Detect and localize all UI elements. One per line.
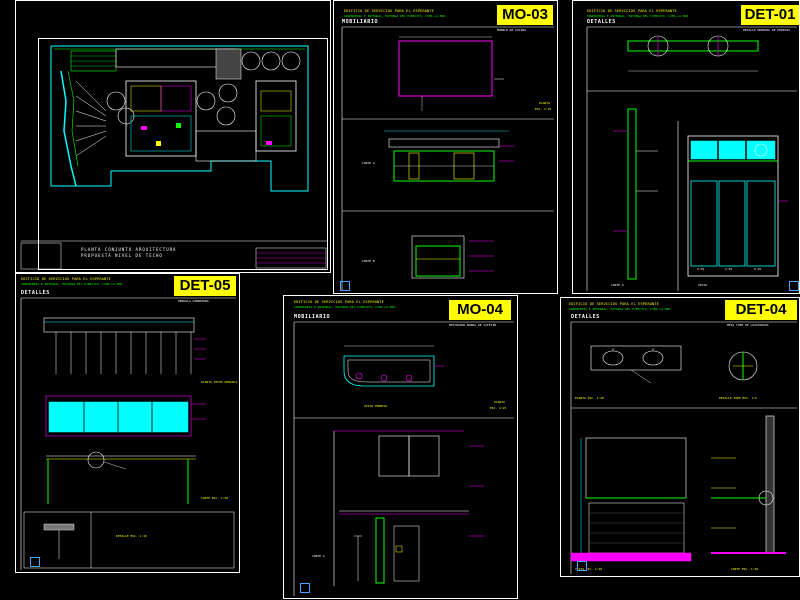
det-01-header-title: EDIFICIO DE SERVICIOS PARA EL ESPERANTE	[587, 9, 677, 13]
det-04-label-corte: CORTE ESC. 1:20	[731, 567, 759, 571]
mo-04-header-subtitle: INGENIERIA E INTEGRAL, MAYORGA DEL EJERC…	[294, 305, 396, 309]
mo-03-tag-caption: MUEBLE DE COCINA	[497, 28, 526, 32]
det-05-tag: DET-05	[174, 276, 236, 296]
sheet-det-04: EDIFICIO DE SERVICIOS PARA EL ESPERANTE …	[560, 297, 800, 577]
det-01-door-label: V.01	[754, 267, 762, 271]
det-05-label-corte: CORTE ESC. 1:50	[201, 496, 229, 500]
det-04-label-planta: PLANTA ESC. 1:20	[575, 396, 604, 400]
mo-04-label-corte: CORTE A	[312, 554, 325, 558]
mo-03-drawing	[341, 26, 554, 291]
det-01-section-title: DETALLES	[587, 19, 616, 25]
site-plan-frame	[38, 38, 328, 270]
det-01-drawing	[586, 26, 797, 291]
det-05-drawing	[20, 297, 236, 570]
mo-04-header-title: EDIFICIO DE SERVICIOS PARA EL ESPERANTE	[294, 300, 384, 304]
site-plan-title: PLANTA CONJUNTO ARQUITECTURA	[81, 247, 177, 252]
det-05-header-title: EDIFICIO DE SERVICIOS PARA EL ESPERANTE	[21, 277, 111, 281]
site-plan-drawing	[20, 45, 328, 270]
sheet-site-plan: PLANTA CONJUNTO ARQUITECTURA PROPUESTA N…	[15, 0, 331, 273]
sheet-mo-03: EDIFICIO DE SERVICIOS PARA EL ESPERANTE …	[333, 0, 558, 294]
det-04-label-vista: VISTA ESC. 1:20	[575, 567, 603, 571]
det-01-door-label: V.01	[725, 267, 733, 271]
det-01-header-subtitle: INGENIERIA E INTEGRAL, MAYORGA DEL EJERC…	[587, 14, 689, 18]
mo-04-scale-planta: ESC. 1:25	[490, 406, 507, 410]
mo-03-header-subtitle: INGENIERIA E INTEGRAL, MAYORGA DEL EJERC…	[344, 14, 446, 18]
mo-04-section-title: MOBILIARIO	[294, 314, 331, 320]
det-01-label-vista: VISTA	[698, 283, 708, 287]
det-05-header-subtitle: INGENIERIA E INTEGRAL, MAYORGA DEL EJERC…	[21, 282, 123, 286]
mo-03-section-title: MOBILIARIO	[342, 19, 379, 25]
mo-04-tag-caption: MOSTRADOR BARRA DE CAFETIN	[449, 323, 496, 327]
mo-04-label-vista: VISTA FRONTAL	[364, 404, 388, 408]
det-04-header-title: EDIFICIO DE SERVICIOS PARA EL ESPERANTE	[569, 302, 659, 306]
sheet-det-01: EDIFICIO DE SERVICIOS PARA EL ESPERANTE …	[572, 0, 800, 294]
sheet-det-05: EDIFICIO DE SERVICIOS PARA EL ESPERANTE …	[15, 273, 240, 573]
det-04-drawing	[570, 321, 797, 574]
det-04-logo	[577, 561, 587, 571]
mo-03-header-title: EDIFICIO DE SERVICIOS PARA EL ESPERANTE	[344, 9, 434, 13]
det-01-door-label: V.01	[697, 267, 705, 271]
det-04-tag-caption: MESA TOPE DE LAVATORIOS	[727, 323, 769, 327]
mo-04-logo	[300, 583, 310, 593]
det-04-section-title: DETALLES	[571, 314, 600, 320]
det-01-logo	[789, 281, 799, 291]
mo-03-label-planta: PLANTA	[539, 101, 550, 105]
site-plan-subtitle: PROPUESTA NIVEL DE TECHO	[81, 253, 163, 258]
mo-03-tag: MO-03	[497, 5, 553, 25]
det-01-tag-caption: DETALLE MAMPARA DE PUERTAS	[743, 28, 790, 32]
det-01-label-corte: CORTE A	[611, 283, 624, 287]
mo-04-tag: MO-04	[449, 300, 511, 320]
det-05-label-planta: PLANTA TECHO PERGOLA	[201, 380, 238, 384]
det-04-tag: DET-04	[725, 300, 797, 320]
mo-04-drawing	[293, 321, 514, 596]
det-05-tag-caption: PERGOLA COBERTURA	[178, 299, 209, 303]
mo-03-label-corte-b: CORTE B	[362, 259, 375, 263]
mo-03-scale-planta: ESC. 1:25	[535, 107, 552, 111]
det-04-label-detalle: DETALLE TOPE ESC. 1:5	[719, 396, 757, 400]
det-05-logo	[30, 557, 40, 567]
det-05-section-title: DETALLES	[21, 290, 50, 296]
mo-03-logo	[340, 281, 350, 291]
det-05-label-detalle: DETALLE ESC. 1:10	[116, 534, 147, 538]
det-04-header-subtitle: INGENIERIA E INTEGRAL, MAYORGA DEL EJERC…	[569, 307, 671, 311]
mo-03-label-corte-a: CORTE A	[362, 161, 375, 165]
sheet-mo-04: EDIFICIO DE SERVICIOS PARA EL ESPERANTE …	[283, 295, 518, 599]
mo-04-label-planta: PLANTA	[494, 400, 505, 404]
det-01-tag: DET-01	[741, 5, 799, 25]
